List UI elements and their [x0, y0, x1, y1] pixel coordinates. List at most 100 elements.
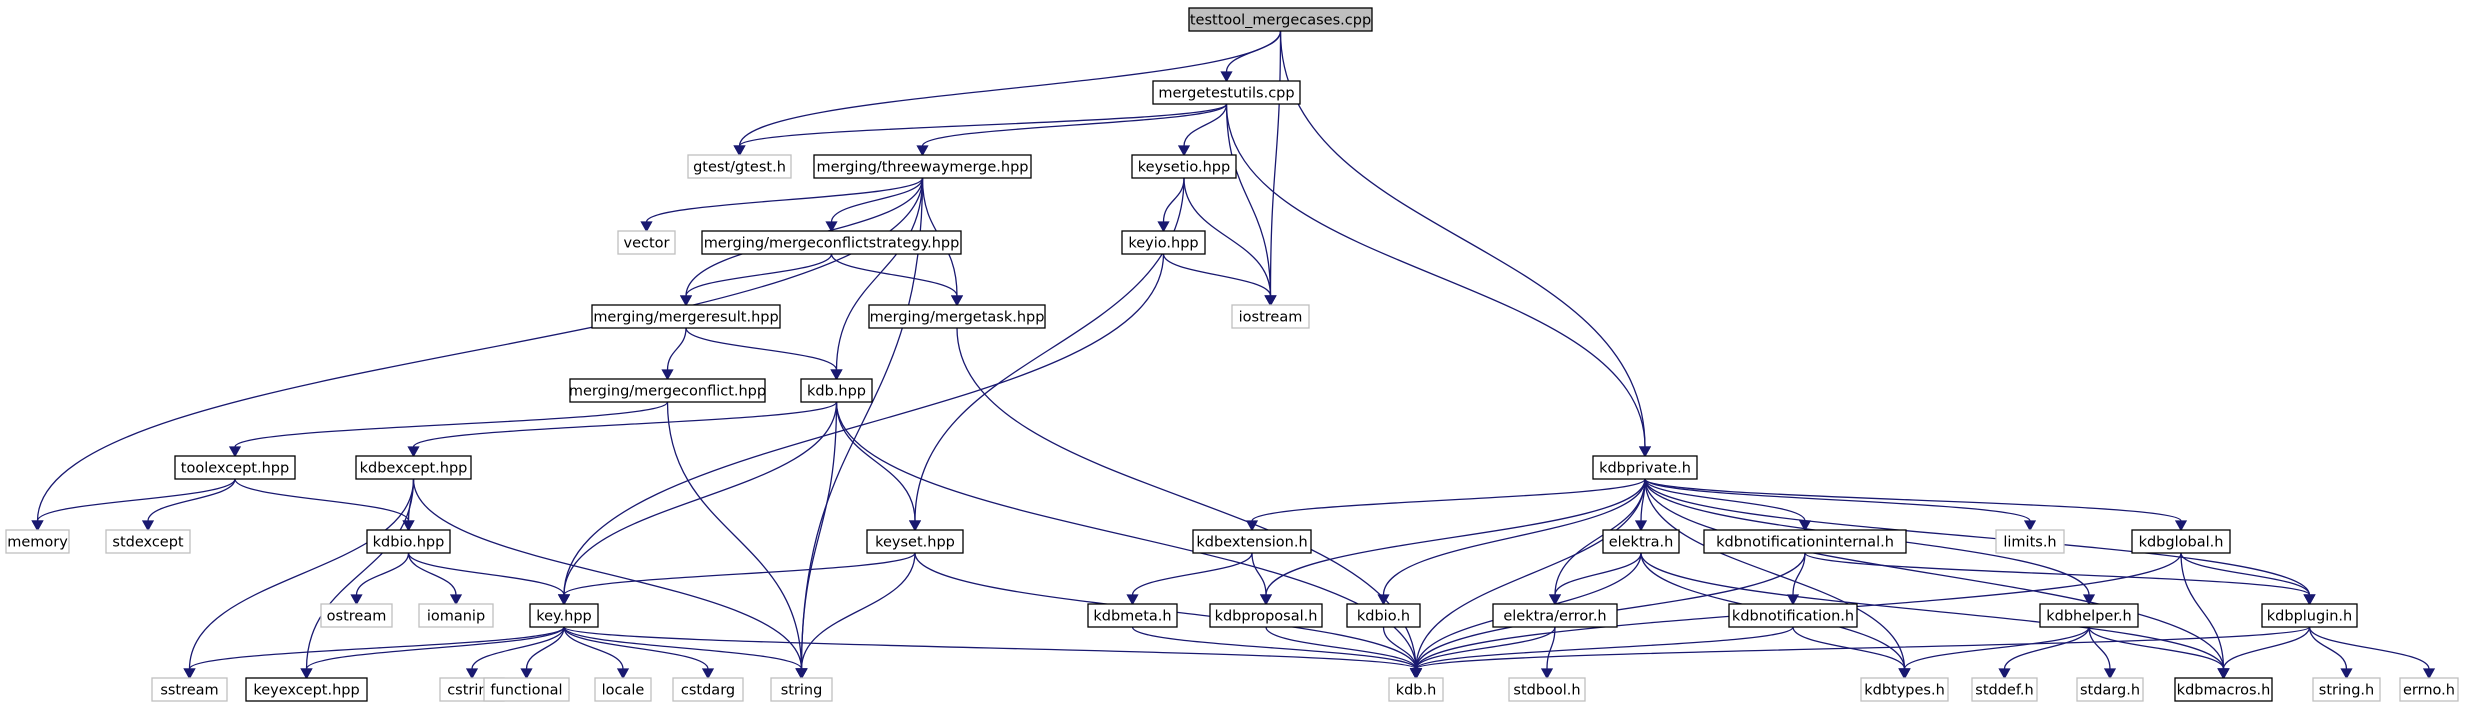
- node-locale[interactable]: locale: [594, 677, 652, 702]
- node-box: [1346, 603, 1421, 628]
- node-kdbglobal[interactable]: kdbglobal.h: [2131, 529, 2231, 554]
- node-kdbprivate[interactable]: kdbprivate.h: [1592, 455, 1698, 480]
- arrow-head-icon: [825, 221, 838, 233]
- node-box: [800, 378, 873, 403]
- node-kdbmacros[interactable]: kdbmacros.h: [2174, 677, 2273, 702]
- node-kdbproposal[interactable]: kdbproposal.h: [1209, 603, 1323, 628]
- node-mergeconflict[interactable]: merging/mergeconflict.hpp: [569, 378, 766, 403]
- edge-line: [800, 401, 838, 670]
- node-errno[interactable]: errno.h: [2399, 677, 2459, 702]
- edge-line: [1382, 478, 1646, 596]
- node-label: toolexcept.hpp: [181, 461, 289, 477]
- node-box: [770, 677, 833, 702]
- node-string[interactable]: string: [770, 677, 833, 702]
- node-keyio[interactable]: keyio.hpp: [1121, 230, 1206, 255]
- node-box: [868, 304, 1046, 329]
- node-box: [1492, 603, 1618, 628]
- node-label: stdarg.h: [2080, 683, 2140, 699]
- node-label: kdb.hpp: [807, 384, 866, 400]
- node-threewaymerge[interactable]: merging/threewaymerge.hpp: [813, 154, 1032, 179]
- node-keysetio[interactable]: keysetio.hpp: [1131, 154, 1237, 179]
- edge-line: [1162, 177, 1185, 223]
- node-kdbmeta[interactable]: kdbmeta.h: [1087, 603, 1178, 628]
- edge-kdbhpp-to-kdbexcept: [407, 401, 838, 458]
- edge-line: [1269, 30, 1282, 297]
- edge-kdbnotification-to-kdbtypes: [1792, 626, 1911, 680]
- edge-kdbhelper-to-kdbtypes: [1898, 626, 2090, 680]
- node-sstream[interactable]: sstream: [151, 677, 228, 702]
- edge-line: [800, 177, 924, 670]
- edge-mergeresult-to-mergeconflict: [661, 327, 687, 381]
- arrow-head-icon: [1540, 668, 1554, 680]
- edge-line: [1225, 103, 1646, 448]
- node-elektraerror[interactable]: elektra/error.h: [1492, 603, 1618, 628]
- node-iostream[interactable]: iostream: [1231, 304, 1310, 329]
- node-kdbh[interactable]: kdb.h: [1388, 677, 1444, 702]
- node-kdbtypes[interactable]: kdbtypes.h: [1860, 677, 1949, 702]
- node-mergetestutils[interactable]: mergetestutils.cpp: [1152, 80, 1301, 105]
- node-kdbio_hpp[interactable]: kdbio.hpp: [366, 529, 451, 554]
- node-keyexcept[interactable]: keyexcept.hpp: [245, 677, 368, 702]
- edge-line: [1644, 478, 2031, 522]
- node-box: [1188, 7, 1373, 32]
- node-label: merging/mergetask.hpp: [870, 310, 1045, 326]
- node-box: [813, 154, 1032, 179]
- node-elektra[interactable]: elektra.h: [1602, 529, 1680, 554]
- edge-line: [1640, 552, 2225, 670]
- node-toolexcept[interactable]: toolexcept.hpp: [174, 455, 296, 480]
- node-kdbextension[interactable]: kdbextension.h: [1192, 529, 1312, 554]
- edge-keyio-to-iostream: [1162, 253, 1277, 307]
- node-kdbexcept[interactable]: kdbexcept.hpp: [355, 455, 472, 480]
- edge-elektra-to-elektraerror: [1548, 552, 1642, 606]
- node-keyset[interactable]: keyset.hpp: [866, 529, 964, 554]
- node-box: [1995, 529, 2065, 554]
- node-kdbhelper[interactable]: kdbhelper.h: [2039, 603, 2139, 628]
- node-root[interactable]: testtool_mergecases.cpp: [1188, 7, 1373, 32]
- edge-keyhpp-to-sstream: [183, 626, 565, 680]
- edge-line: [2222, 626, 2311, 670]
- arrow-head-icon: [141, 520, 155, 532]
- node-limits[interactable]: limits.h: [1995, 529, 2065, 554]
- arrow-head-icon: [31, 520, 44, 532]
- node-keyhpp[interactable]: key.hpp: [529, 603, 599, 628]
- node-stdexcept[interactable]: stdexcept: [105, 529, 191, 554]
- node-label: key.hpp: [536, 609, 592, 625]
- node-cstdarg[interactable]: cstdarg: [672, 677, 744, 702]
- node-box: [617, 230, 676, 255]
- node-label: gtest/gtest.h: [693, 160, 786, 176]
- node-mergeconflictstrategy[interactable]: merging/mergeconflictstrategy.hpp: [701, 230, 962, 255]
- node-kdbnotification[interactable]: kdbnotification.h: [1728, 603, 1858, 628]
- node-stdbool[interactable]: stdbool.h: [1508, 677, 1586, 702]
- node-box: [483, 677, 570, 702]
- arrow-head-icon: [1898, 668, 1911, 680]
- node-memory[interactable]: memory: [5, 529, 70, 554]
- edge-mergetestutils-to-iostream: [1225, 103, 1277, 307]
- edge-kdbio_hpp-to-keyhpp: [407, 552, 571, 606]
- node-iomanip[interactable]: iomanip: [418, 603, 494, 628]
- node-kdbnotificationinternal[interactable]: kdbnotificationinternal.h: [1703, 529, 1907, 554]
- node-ostream[interactable]: ostream: [320, 603, 393, 628]
- node-mergeresult[interactable]: merging/mergeresult.hpp: [591, 304, 781, 329]
- node-stdarg[interactable]: stdarg.h: [2076, 677, 2144, 702]
- edge-line: [36, 177, 924, 522]
- node-stringh[interactable]: string.h: [2312, 677, 2381, 702]
- edge-root-to-iostream: [1264, 30, 1282, 307]
- node-kdbhpp[interactable]: kdb.hpp: [800, 378, 873, 403]
- edge-line: [2003, 626, 2090, 670]
- node-vector[interactable]: vector: [617, 230, 676, 255]
- node-gtest[interactable]: gtest/gtest.h: [687, 154, 792, 179]
- edge-line: [234, 478, 410, 522]
- node-label: kdbexcept.hpp: [360, 461, 468, 477]
- edge-line: [36, 478, 236, 522]
- node-stddef[interactable]: stddef.h: [1971, 677, 2038, 702]
- edge-line: [1644, 478, 2182, 522]
- edge-threewaymerge-to-kdbhpp: [830, 177, 924, 381]
- node-functional[interactable]: functional: [483, 677, 570, 702]
- node-box: [245, 677, 368, 702]
- node-box: [105, 529, 191, 554]
- node-kdbio_h[interactable]: kdbio.h: [1346, 603, 1421, 628]
- node-mergetask[interactable]: merging/mergetask.hpp: [868, 304, 1046, 329]
- edge-keyset-to-keyhpp: [557, 552, 916, 606]
- edge-kdbplugin-to-kdbh: [1409, 626, 2311, 680]
- node-kdbplugin[interactable]: kdbplugin.h: [2261, 603, 2358, 628]
